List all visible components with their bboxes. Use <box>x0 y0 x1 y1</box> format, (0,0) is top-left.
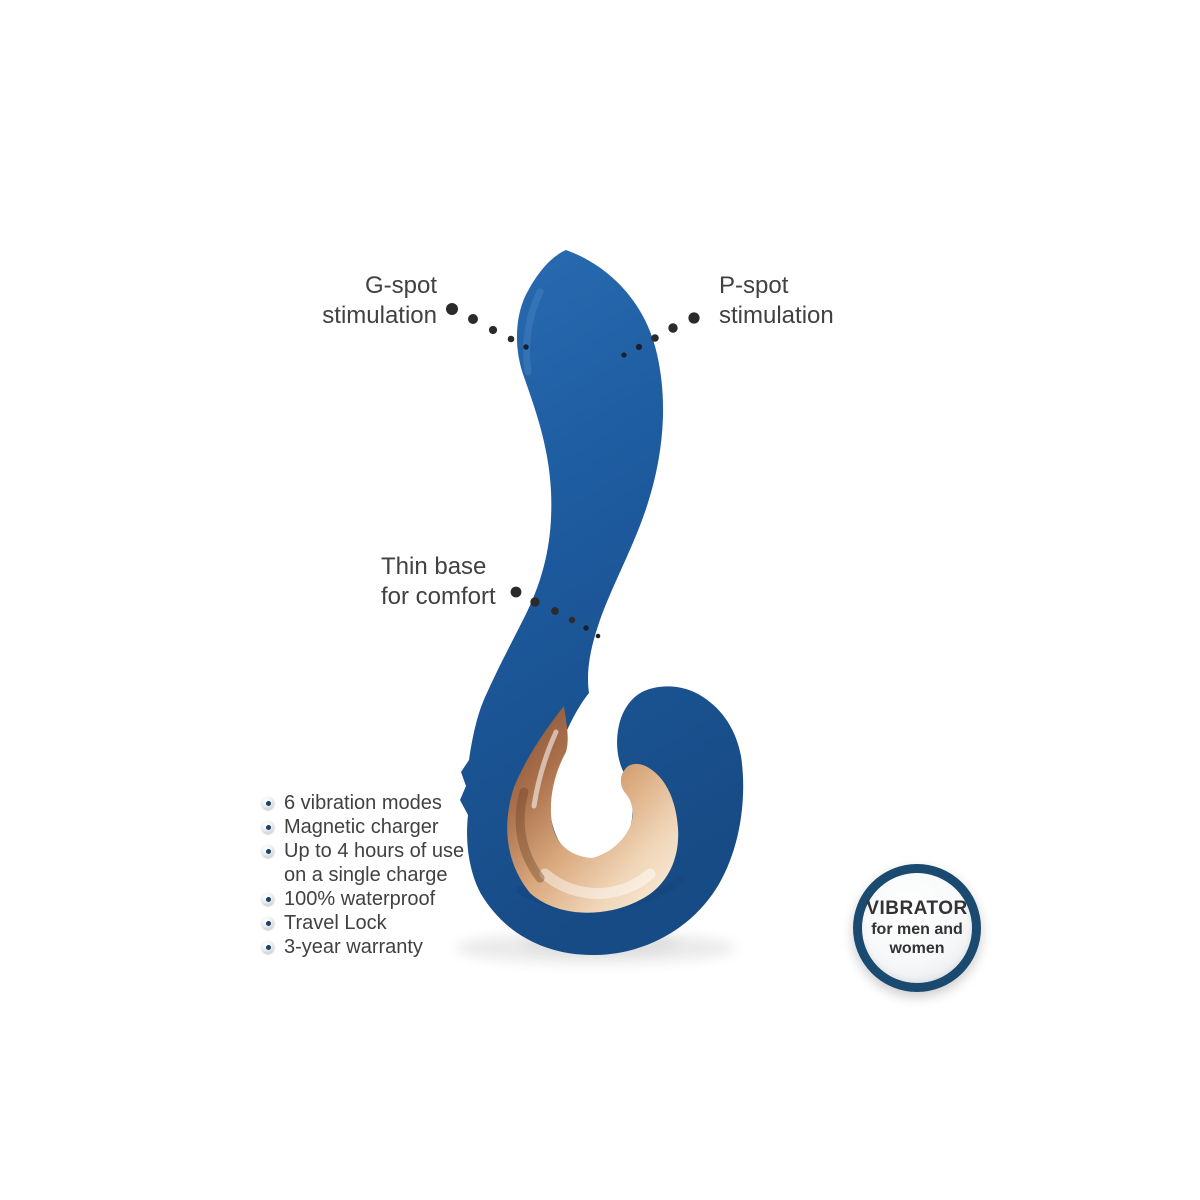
feature-text: Travel Lock <box>284 912 387 934</box>
gold-ring <box>507 706 679 913</box>
feature-item: 3-year warranty <box>262 935 480 959</box>
product-badge: VIBRATOR for men and women <box>853 864 981 992</box>
gold-highlight <box>531 729 559 809</box>
callout-pspot-line2: stimulation <box>719 302 834 329</box>
bullet-bead-icon <box>262 797 274 809</box>
product-body <box>460 250 744 956</box>
callout-gspot: G-spot stimulation <box>322 271 437 331</box>
callout-gspot-line2: stimulation <box>322 302 437 329</box>
feature-list: 6 vibration modes Magnetic charger Up to… <box>262 791 480 959</box>
callout-thin-base-line1: Thin base <box>381 553 487 580</box>
feature-item: Magnetic charger <box>262 815 480 839</box>
feature-text: 3-year warranty <box>284 936 423 958</box>
feature-text: 6 vibration modes <box>284 792 442 814</box>
badge-subtitle-line2: women <box>889 940 945 957</box>
callout-gspot-line1: G-spot <box>364 272 437 299</box>
gold-highlight <box>539 868 656 899</box>
feature-item: Up to 4 hours of use on a single charge <box>262 839 480 887</box>
callout-thin-base: Thin base for comfort <box>381 552 496 612</box>
bullet-bead-icon <box>262 941 274 953</box>
leader-dots-thin-base <box>510 586 601 639</box>
callout-pspot: P-spot stimulation <box>719 271 834 331</box>
bullet-bead-icon <box>262 821 274 833</box>
callout-thin-base-line2: for comfort <box>381 583 496 610</box>
feature-text: Up to 4 hours of use on a single charge <box>284 840 465 886</box>
leader-dots-pspot <box>621 312 700 358</box>
feature-item: 100% waterproof <box>262 887 480 911</box>
bullet-bead-icon <box>262 893 274 905</box>
badge-title: VIBRATOR <box>866 898 968 919</box>
badge-subtitle-line1: for men and <box>871 921 963 938</box>
callout-pspot-line1: P-spot <box>719 272 789 299</box>
bullet-bead-icon <box>262 917 274 929</box>
body-highlight <box>523 288 544 376</box>
feature-text: Magnetic charger <box>284 816 439 838</box>
feature-item: Travel Lock <box>262 911 480 935</box>
feature-item: 6 vibration modes <box>262 791 480 815</box>
gold-shadow <box>515 787 545 883</box>
leader-dots-gspot <box>446 303 529 350</box>
bullet-bead-icon <box>262 845 274 857</box>
feature-text: 100% waterproof <box>284 888 436 910</box>
